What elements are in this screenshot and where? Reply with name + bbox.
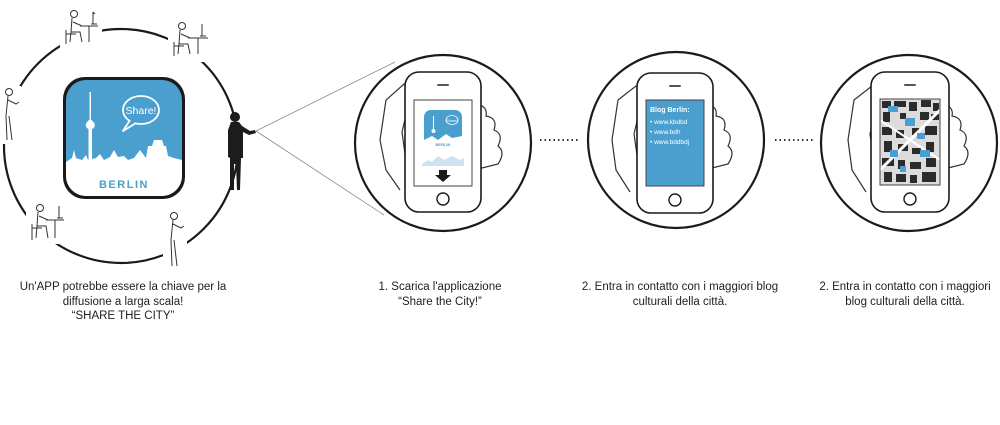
blog-screen [645,99,705,187]
skyline-faded [422,156,464,166]
caption-line: 2. Entra in contatto con i maggiori [819,281,991,293]
city-map [880,99,940,185]
caption-intro: Un'APP potrebbe essere la chiave per la … [0,280,246,324]
mini-city-label: BERLIN [436,142,451,147]
app-icon-city-label: BERLIN [99,179,149,191]
caption-step-map: 2. Entra in contatto con i maggiori blog… [800,280,1000,309]
caption-line: Un'APP potrebbe essere la chiave per la [19,281,227,293]
person-silhouette [228,112,256,190]
person-at-desk-icon [60,8,102,50]
person-at-desk-icon [26,202,68,244]
step-circle-download [353,53,533,233]
phone-download: Share! BERLIN [404,71,482,213]
phone-blogs: Blog Berlin: • www.kbdbd • www.bdh • www… [636,72,714,214]
caption-line: blog culturali della città. [845,295,965,308]
caption-line: “SHARE THE CITY” [71,310,175,322]
mini-bubble-text: Share! [446,119,457,123]
projection-line [255,61,396,132]
projection-line [255,130,385,216]
caption-line: diffusione a larga scala! [62,295,184,308]
step-circle-blogs [586,50,766,230]
download-arrow-icon [435,170,451,182]
mini-app-icon: Share! BERLIN [424,110,462,148]
step-circle-map [819,53,999,233]
blog-link: • www.bdh [650,129,681,136]
app-icon: Share! BERLIN [63,77,185,199]
person-standing-phone-icon [0,86,21,144]
caption-line: culturali della città. [632,295,728,308]
caption-step-download: 1. Scarica l'applicazione “Share the Cit… [330,280,550,309]
bubble-text: Share! [126,105,157,117]
person-standing-phone-icon [163,210,187,270]
person-at-desk-icon [168,20,210,62]
blog-link: • www.kbdbd [650,119,688,126]
caption-line: 1. Scarica l'applicazione [378,281,502,293]
skyline-silhouette [66,140,182,196]
caption-line: “Share the City!” [398,295,482,308]
phone-map [870,71,950,213]
blog-title: Blog Berlin: [650,107,690,114]
caption-step-blogs: 2. Entra in contatto con i maggiori blog… [560,280,800,309]
caption-line: 2. Entra in contatto con i maggiori blog [581,281,779,293]
blog-link: • www.bddbdj [650,139,689,146]
